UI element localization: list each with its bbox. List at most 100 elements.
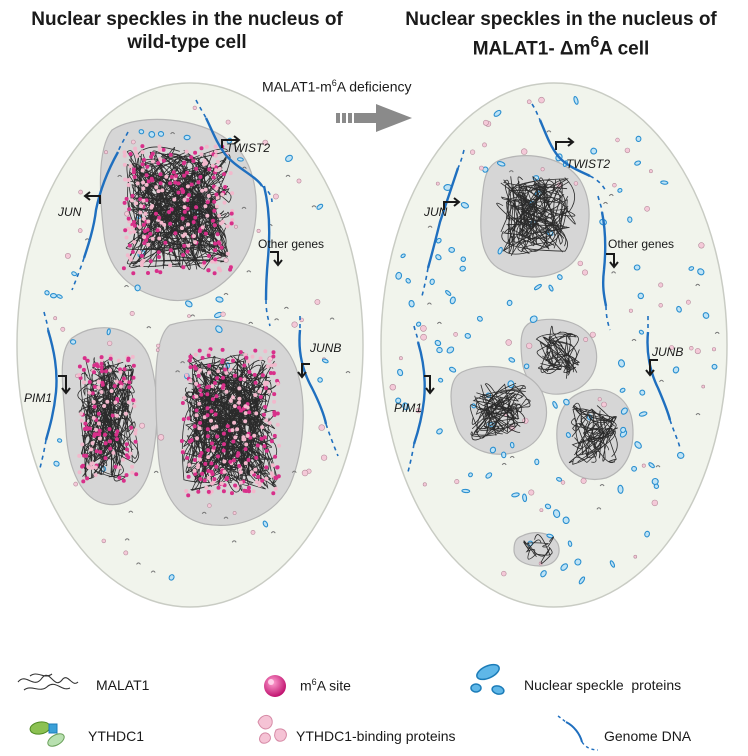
- m6a-site: [232, 420, 237, 425]
- m6a-site: [214, 464, 219, 469]
- m6a-site: [182, 209, 187, 214]
- malat1-strand: [194, 366, 271, 434]
- m6a-site: [156, 189, 161, 194]
- ythdc1-binding-protein: [701, 384, 706, 389]
- ythdc1-fragment: [508, 170, 514, 173]
- m6a-site: [122, 200, 127, 205]
- m6a-site: [209, 461, 214, 466]
- m6a-site: [214, 424, 219, 429]
- ythdc1-binding-protein: [686, 299, 691, 305]
- m6a-site: [263, 386, 268, 391]
- speckle-protein: [620, 426, 627, 433]
- m6a-site: [133, 428, 138, 433]
- malat1-strand: [214, 364, 262, 457]
- title-malat1-mutant: Nuclear speckles in the nucleus of MALAT…: [374, 8, 748, 60]
- m6a-site: [146, 219, 151, 224]
- m6a-site: [263, 404, 268, 409]
- gene-label-junb-right: JUNB: [651, 345, 683, 359]
- m6a-site: [221, 431, 226, 436]
- m6a-site: [186, 222, 190, 227]
- dna-pim1-right: [412, 341, 426, 445]
- m6a-site: [169, 207, 174, 212]
- speckle-protein: [509, 441, 515, 449]
- m6a-site: [78, 376, 83, 380]
- m6a-site: [181, 253, 186, 257]
- m6a-site: [138, 197, 143, 202]
- m6a-site: [267, 359, 272, 364]
- m6a-site: [233, 435, 238, 440]
- m6a-site: [192, 364, 197, 369]
- m6a-site: [247, 370, 252, 374]
- m6a-site: [228, 459, 233, 464]
- m6a-site: [134, 472, 139, 477]
- m6a-site: [237, 464, 242, 468]
- m6a-site: [206, 253, 211, 258]
- speckle-protein: [134, 284, 141, 292]
- ythdc1-binding-protein: [478, 165, 484, 171]
- m6a-site: [216, 369, 221, 374]
- m6a-site: [99, 390, 104, 394]
- m6a-site: [194, 381, 199, 386]
- m6a-site: [222, 459, 227, 464]
- dna-twist2-left: [204, 117, 264, 187]
- gene-label-pim1-left: PIM1: [24, 391, 52, 405]
- speckle-protein: [435, 237, 442, 244]
- m6a-site: [128, 152, 133, 156]
- m6a-site: [91, 416, 96, 420]
- ythdc1-binding-protein: [526, 342, 533, 349]
- m6a-site: [220, 219, 225, 224]
- m6a-site: [214, 204, 219, 209]
- ythdc1-binding-protein: [301, 469, 309, 477]
- ythdc1-fragment: [427, 225, 433, 228]
- m6a-site: [223, 185, 228, 189]
- m6a-site: [206, 353, 211, 358]
- ythdc1-binding-protein: [615, 137, 620, 143]
- m6a-site: [205, 406, 210, 411]
- m6a-site: [243, 461, 248, 466]
- m6a-site: [87, 426, 92, 431]
- m6a-site: [253, 467, 258, 472]
- m6a-site: [155, 228, 160, 233]
- m6a-site: [103, 456, 108, 461]
- m6a-site: [211, 218, 215, 223]
- m6a-site: [108, 356, 113, 361]
- m6a-site: [247, 410, 252, 415]
- speckle-protein: [157, 131, 165, 137]
- m6a-site: [132, 229, 137, 234]
- m6a-site: [186, 416, 191, 421]
- dna-pim1-left: [44, 329, 58, 441]
- m6a-site: [213, 412, 218, 417]
- malat1-strand: [522, 186, 568, 247]
- m6a-site: [215, 376, 220, 381]
- m6a-site: [141, 258, 146, 263]
- m6a-site: [81, 479, 86, 484]
- speckle-protein: [638, 329, 645, 335]
- speckle-protein: [262, 520, 269, 528]
- speckle-protein: [676, 305, 682, 313]
- speckle-protein: [415, 321, 422, 327]
- m6a-site: [96, 411, 101, 416]
- m6a-site: [118, 367, 122, 372]
- m6a-site: [272, 362, 277, 367]
- ythdc1-binding-protein: [232, 511, 237, 515]
- m6a-site: [264, 448, 269, 453]
- ythdc1-binding-protein: [256, 228, 261, 233]
- m6a-site: [228, 367, 233, 372]
- m6a-site: [237, 405, 241, 410]
- malat1-strand: [183, 193, 215, 253]
- speckle-protein: [633, 264, 641, 271]
- m6a-site: [180, 216, 185, 221]
- malat1-strand: [93, 389, 134, 474]
- gene-label-twist2-left: TWIST2: [226, 141, 270, 155]
- ythdc1-binding-protein: [539, 508, 544, 513]
- m6a-site: [102, 404, 107, 408]
- speckle-protein: [534, 458, 540, 466]
- malat1-strand: [98, 461, 127, 482]
- m6a-site: [195, 436, 199, 441]
- ythdc1-binding-protein: [540, 167, 545, 172]
- malat1-strand: [85, 400, 112, 479]
- m6a-site: [126, 183, 131, 187]
- speckle-mutant-left: [450, 365, 547, 455]
- m6a-site: [206, 476, 211, 480]
- malat1-strand: [83, 381, 130, 469]
